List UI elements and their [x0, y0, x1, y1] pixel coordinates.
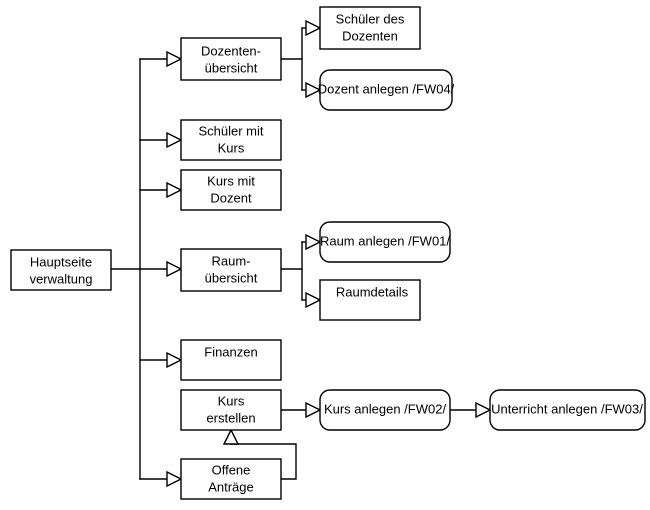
node-schueler-mit-kurs-label-line1: Schüler mit [198, 123, 263, 138]
node-dozent-anlegen-shape[interactable] [319, 69, 453, 111]
node-hauptseite-label-line1: Hauptseite [30, 254, 92, 269]
edge-layer [110, 19, 492, 488]
node-finanzen-shape[interactable] [180, 339, 282, 381]
node-raum-uebersicht-label-line2: übersicht [205, 270, 258, 285]
node-kurs-erstellen-label-line1: Kurs [218, 393, 245, 408]
node-schueler-des-dozenten-shape[interactable] [319, 6, 421, 50]
node-kurs-erstellen[interactable]: Kurs erstellen [180, 389, 282, 431]
node-finanzen[interactable]: Finanzen [180, 339, 282, 381]
arrowhead-kursmitdozent [166, 181, 183, 199]
node-schueler-mit-kurs-label-line2: Kurs [218, 140, 245, 155]
node-kurs-erstellen-label-line2: erstellen [206, 410, 255, 425]
node-schueler-des-dozenten-label-line2: Dozenten [342, 28, 398, 43]
node-kurs-mit-dozent-label-line2: Dozent [210, 190, 252, 205]
node-schueler-mit-kurs-shape[interactable] [180, 119, 282, 161]
node-dozenten-uebersicht-shape[interactable] [180, 37, 282, 81]
edge-offeneantraege-to-kurserstellen [230, 443, 297, 480]
arrowhead-kursanlegen [305, 401, 322, 419]
node-unterricht-anlegen-label: Unterricht anlegen /FW03/ [491, 401, 643, 416]
arrowhead-dozentanlegen [305, 81, 322, 99]
node-raumdetails[interactable]: Raumdetails [319, 279, 421, 321]
node-layer: Hauptseite verwaltung Dozenten- übersich… [10, 6, 646, 500]
node-schueler-des-dozenten-label-line1: Schüler des [336, 11, 405, 26]
node-raumdetails-label: Raumdetails [336, 284, 409, 299]
arrowhead-dozentenuebersicht [166, 50, 183, 68]
node-kurs-anlegen[interactable]: Kurs anlegen /FW02/ [319, 389, 451, 431]
node-kurs-mit-dozent-label-line1: Kurs mit [207, 173, 255, 188]
arrowhead-raumanlegen [305, 233, 322, 251]
node-raum-uebersicht[interactable]: Raum- übersicht [180, 248, 282, 292]
node-raum-anlegen[interactable]: Raum anlegen /FW01/ [319, 221, 451, 263]
arrowhead-schuelerdesdozenten [305, 19, 322, 37]
node-hauptseite[interactable]: Hauptseite verwaltung [10, 249, 112, 291]
arrowhead-kurserstellen [222, 428, 240, 445]
node-hauptseite-label-line2: verwaltung [30, 271, 93, 286]
arrowhead-schuelermitkurs [166, 131, 183, 149]
node-dozent-anlegen[interactable]: Dozent anlegen /FW04/ [318, 69, 455, 111]
node-kurs-mit-dozent-shape[interactable] [180, 169, 282, 211]
node-unterricht-anlegen[interactable]: Unterricht anlegen /FW03/ [489, 389, 646, 431]
node-schueler-des-dozenten[interactable]: Schüler des Dozenten [319, 6, 421, 50]
node-dozenten-uebersicht-label-line1: Dozenten- [201, 43, 261, 58]
node-raum-uebersicht-shape[interactable] [180, 248, 282, 292]
node-dozenten-uebersicht[interactable]: Dozenten- übersicht [180, 37, 282, 81]
node-hauptseite-shape[interactable] [10, 249, 112, 291]
node-offene-antraege-shape[interactable] [180, 458, 282, 500]
node-finanzen-label: Finanzen [204, 344, 257, 359]
node-kurs-mit-dozent[interactable]: Kurs mit Dozent [180, 169, 282, 211]
node-offene-antraege[interactable]: Offene Anträge [180, 458, 282, 500]
node-unterricht-anlegen-shape[interactable] [489, 389, 646, 431]
arrowhead-raumuebersicht [166, 260, 183, 278]
node-raum-anlegen-label: Raum anlegen /FW01/ [320, 233, 450, 248]
arrowhead-raumdetails [305, 291, 322, 309]
arrowhead-unterrichtanlegen [475, 401, 492, 419]
node-offene-antraege-label-line2: Anträge [208, 479, 254, 494]
node-raumdetails-shape[interactable] [319, 279, 421, 321]
node-offene-antraege-label-line1: Offene [212, 462, 251, 477]
node-kurs-anlegen-label: Kurs anlegen /FW02/ [324, 401, 447, 416]
node-kurs-anlegen-shape[interactable] [319, 389, 451, 431]
node-dozenten-uebersicht-label-line2: übersicht [205, 60, 258, 75]
node-raum-anlegen-shape[interactable] [319, 221, 451, 263]
arrowhead-finanzen [166, 351, 183, 369]
node-dozent-anlegen-label: Dozent anlegen /FW04/ [318, 81, 455, 96]
node-raum-uebersicht-label-line1: Raum- [211, 253, 250, 268]
node-kurs-erstellen-shape[interactable] [180, 389, 282, 431]
arrowhead-offeneantraege [166, 470, 183, 488]
node-schueler-mit-kurs[interactable]: Schüler mit Kurs [180, 119, 282, 161]
